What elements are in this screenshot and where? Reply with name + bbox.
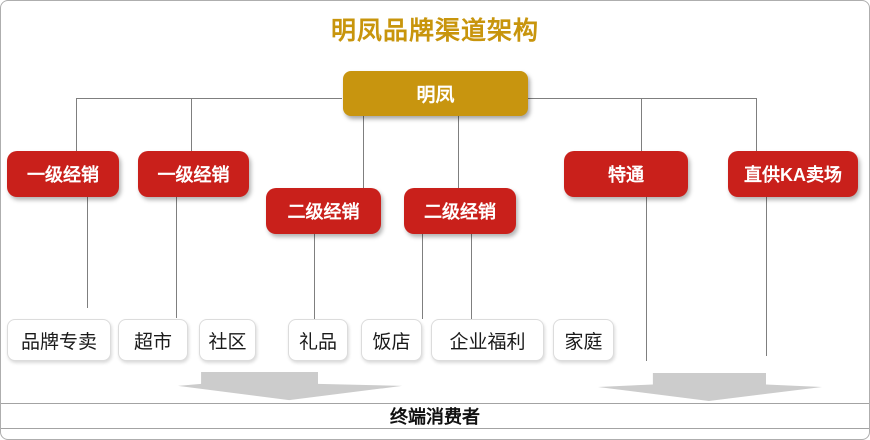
connector-root-to-first-level-1 [76,98,77,151]
leaf-gift: 礼品 [288,319,348,361]
node-direct-ka-store: 直供KA卖场 [728,151,858,197]
connector-root-to-first-level-2 [191,98,192,151]
connector-direct-ka-to-consumer [766,197,767,356]
connector-special-to-consumer [646,197,647,361]
leaf-brand-store: 品牌专卖 [7,319,111,361]
connector-first-level-1-to-brand-store [87,197,88,308]
node-special-channel: 特通 [564,151,688,197]
connector-second-level-1-to-gift [314,234,315,319]
footer-bar: 终端消费者 [1,403,869,429]
connector-first-level-2-to-supermarket [176,197,177,318]
node-first-level-distributor-1: 一级经销 [7,151,119,197]
page-title: 明凤品牌渠道架构 [330,17,539,45]
down-arrow-left-icon [178,372,402,401]
leaf-supermarket: 超市 [118,319,188,361]
connector-top-right-horizontal [528,98,756,99]
connector-top-left-horizontal [76,98,342,99]
leaf-community: 社区 [199,319,256,361]
node-mingfeng-root: 明凤 [343,71,528,116]
connector-root-to-direct-ka [756,98,757,151]
connector-root-to-second-level-1 [363,116,364,188]
leaf-corporate-welfare: 企业福利 [431,319,544,361]
leaf-restaurant: 饭店 [361,319,422,361]
connector-second-level-2-to-corporate [471,234,472,319]
node-second-level-distributor-2: 二级经销 [404,188,516,234]
footer-label: 终端消费者 [390,407,480,427]
node-first-level-distributor-2: 一级经销 [138,151,249,197]
down-arrow-right-icon [598,373,822,401]
connector-root-to-special [641,98,642,151]
connector-root-to-second-level-2 [458,116,459,188]
connector-second-level-2-to-restaurant [422,234,423,319]
node-second-level-distributor-1: 二级经销 [266,188,381,234]
leaf-household: 家庭 [553,319,614,361]
